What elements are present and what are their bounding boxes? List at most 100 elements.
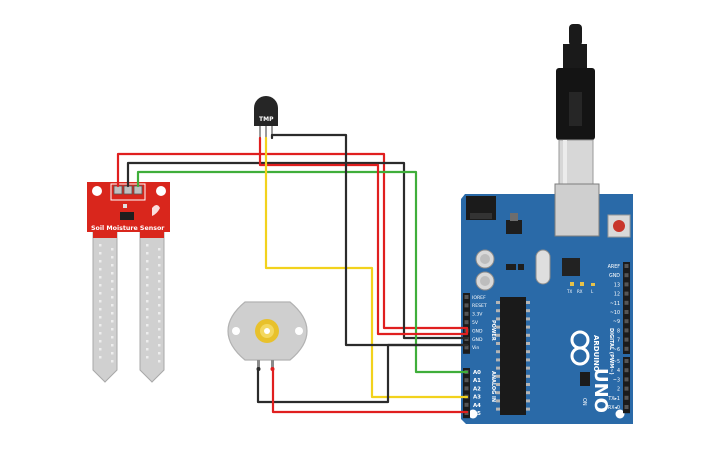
- digital-pin[interactable]: [624, 377, 629, 382]
- digital-pin-label: AREF: [608, 264, 621, 270]
- wire-tmp-signal[interactable]: [264, 136, 469, 399]
- motor-hole: [232, 327, 240, 335]
- soil-moisture-sensor[interactable]: Soil Moisture Sensor: [87, 182, 170, 383]
- mounting-hole: [615, 409, 625, 419]
- digital-pin-label: GND: [609, 273, 620, 279]
- digital-pin[interactable]: [624, 319, 629, 324]
- digital-pin-label: ~6: [613, 347, 620, 353]
- wires[interactable]: [116, 133, 469, 414]
- arduino-logo: ARDUINO: [570, 330, 600, 372]
- digital-pin[interactable]: [624, 310, 629, 314]
- icsp-header: [580, 372, 590, 386]
- mounting-hole: [92, 186, 102, 196]
- digital-pin[interactable]: [624, 359, 629, 363]
- tmp-label: TMP: [259, 116, 274, 123]
- analog-pin-label: A0: [473, 370, 481, 376]
- power-pin-label: RESET: [472, 303, 487, 309]
- svg-text:RX: RX: [577, 289, 583, 294]
- sensor-pin-gnd[interactable]: [123, 185, 133, 195]
- digital-pin[interactable]: [624, 328, 629, 333]
- digital-pin-label: ~11: [610, 301, 620, 307]
- power-pin-label: 3.3V: [472, 312, 483, 318]
- digital-pin-label: TX▸1: [607, 396, 620, 402]
- digital-pin-label: RX◂0: [608, 405, 620, 411]
- power-pin-label: IOREF: [472, 295, 486, 301]
- mounting-hole: [468, 409, 478, 419]
- sensor-pin-sig[interactable]: [133, 185, 143, 195]
- power-pin-label: GND: [472, 328, 483, 334]
- wire-motor-gnd[interactable]: [256, 343, 469, 404]
- power-pin[interactable]: [464, 303, 469, 308]
- analog-pin[interactable]: [464, 386, 469, 391]
- tmp-sensor[interactable]: TMP: [254, 96, 278, 138]
- digital-pin[interactable]: [624, 405, 629, 409]
- digital-pin-label: ~10: [610, 310, 620, 316]
- sensor-pin-vcc[interactable]: [113, 185, 123, 195]
- power-pin[interactable]: [464, 295, 469, 299]
- wire-soil-gnd[interactable]: [126, 161, 469, 340]
- svg-text:TX: TX: [566, 289, 572, 294]
- svg-text:L: L: [591, 289, 594, 294]
- wire-motor-pos[interactable]: [271, 367, 469, 414]
- digital-pin-label: 13: [614, 282, 620, 288]
- analog-pin-label: A5: [473, 411, 481, 417]
- analog-title: ANALOG IN: [490, 371, 496, 402]
- analog-pin-label: A2: [473, 386, 481, 392]
- analog-pin-label: A1: [473, 378, 481, 384]
- digital-pin-label: ~5: [613, 359, 620, 365]
- wire-tmp-gnd[interactable]: [270, 133, 469, 347]
- analog-pin[interactable]: [464, 402, 469, 407]
- analog-pin[interactable]: [464, 378, 469, 383]
- usb-socket: [554, 183, 600, 237]
- digital-pin-label: 7: [617, 338, 620, 344]
- motor-shaft-icon: [255, 319, 279, 343]
- digital-pin[interactable]: [624, 395, 629, 400]
- power-pin[interactable]: [464, 320, 469, 325]
- wire-tmp-vcc[interactable]: [258, 136, 469, 336]
- soil-sensor-label: Soil Moisture Sensor: [91, 225, 165, 232]
- power-header[interactable]: IOREF RESET 3.3V 5V GND GND Vin: [463, 293, 487, 354]
- wire-soil-signal[interactable]: [136, 170, 469, 374]
- analog-pin-label: A3: [473, 395, 481, 401]
- digital-pin-label: ~3: [613, 377, 620, 383]
- digital-pin[interactable]: [624, 291, 629, 296]
- status-leds: TX RX L: [566, 282, 595, 294]
- power-pin-label: GND: [472, 337, 483, 343]
- digital-pin[interactable]: [624, 368, 629, 373]
- digital-pin[interactable]: [624, 264, 629, 268]
- digital-pin[interactable]: [624, 346, 629, 351]
- dc-motor[interactable]: [227, 301, 308, 371]
- sensor-pcb: [87, 182, 170, 238]
- reset-button[interactable]: [613, 220, 625, 232]
- digital-pin-label: 4: [617, 368, 620, 374]
- digital-pin[interactable]: [624, 300, 629, 305]
- arduino-uno-board[interactable]: TX RX L ARDUINO UNO ON IOREF RESET 3.3V 5V G…: [461, 183, 633, 424]
- analog-pin-label: A4: [473, 403, 481, 409]
- digital-pin[interactable]: [624, 386, 629, 391]
- digital-pin-label: 12: [614, 292, 620, 298]
- digital-header[interactable]: AREF GND 13 12 ~11 ~10 ~9 8 7 ~6 ~5 4 ~3 2TX▸1RX◂0: [607, 262, 630, 414]
- digital-title: DIGITAL (PWM~): [608, 328, 614, 375]
- power-title: POWER: [490, 320, 496, 341]
- crystal: [535, 249, 551, 285]
- on-label: ON: [581, 398, 587, 406]
- power-pin-label: Vin: [472, 345, 479, 351]
- digital-pin-label: ~9: [613, 319, 620, 325]
- wire-soil-vcc[interactable]: [116, 152, 469, 330]
- digital-pin[interactable]: [624, 282, 629, 287]
- brand-label: ARDUINO: [592, 335, 600, 372]
- digital-pin-label: 2: [617, 387, 620, 393]
- atmega-chip: [496, 297, 530, 415]
- power-pin[interactable]: [464, 311, 469, 316]
- mounting-hole: [156, 186, 166, 196]
- motor-hole: [295, 327, 303, 335]
- power-pin[interactable]: [464, 345, 469, 350]
- usb-chip: [562, 258, 580, 276]
- power-pin-label: 5V: [472, 320, 479, 326]
- model-label: UNO: [590, 368, 611, 413]
- flame-icon: [152, 205, 160, 216]
- digital-pin[interactable]: [624, 337, 629, 342]
- digital-pin[interactable]: [624, 273, 629, 278]
- digital-pin-label: 8: [617, 328, 620, 334]
